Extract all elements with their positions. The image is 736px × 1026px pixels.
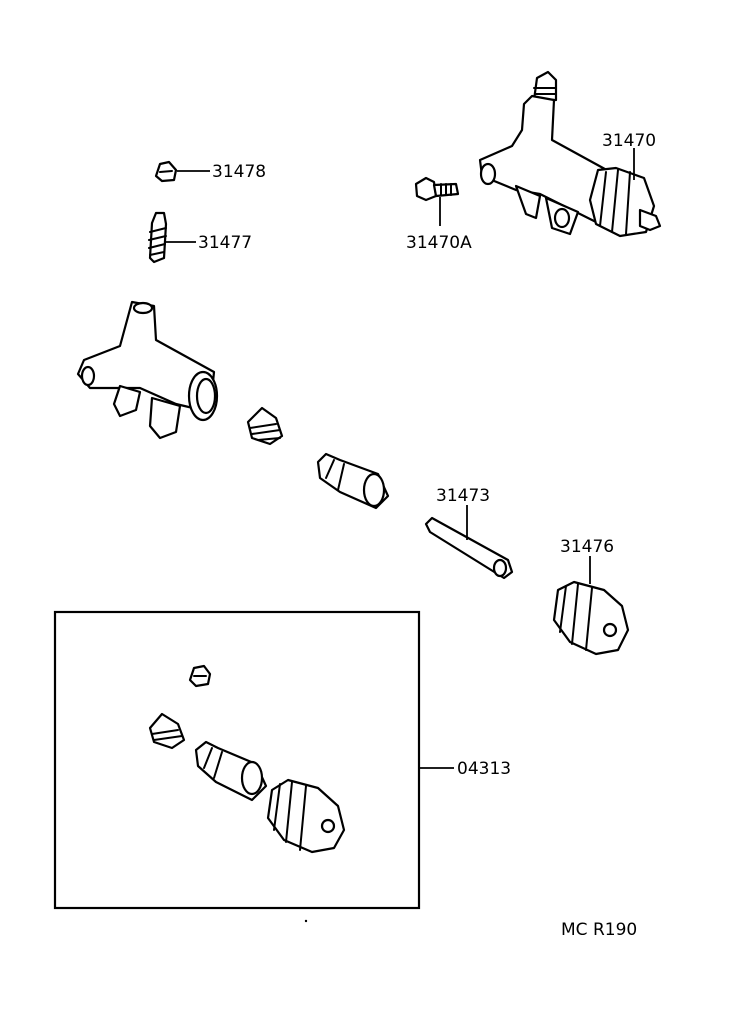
label-31473[interactable]: 31473 — [436, 486, 490, 506]
label-04313[interactable]: 04313 — [457, 759, 511, 779]
kit-box-04313 — [53, 610, 421, 910]
piston[interactable] — [316, 452, 390, 510]
bleeder-cap-31478[interactable] — [154, 160, 178, 183]
kit-boot[interactable] — [266, 778, 346, 854]
release-cylinder-body[interactable] — [76, 300, 219, 440]
label-31477[interactable]: 31477 — [198, 233, 252, 253]
bleeder-plug-31477[interactable] — [148, 211, 168, 264]
label-31470[interactable]: 31470 — [602, 131, 656, 151]
diagram-code: MC R190 — [561, 920, 637, 940]
kit-bleeder-cap[interactable] — [188, 664, 212, 688]
release-cylinder-assy-31470[interactable] — [478, 70, 662, 238]
spring-cone[interactable] — [246, 406, 284, 446]
kit-piston[interactable] — [194, 740, 268, 802]
label-31478[interactable]: 31478 — [212, 162, 266, 182]
kit-spring-cone[interactable] — [148, 712, 186, 750]
label-31476[interactable]: 31476 — [560, 537, 614, 557]
label-31470A[interactable]: 31470A — [406, 233, 472, 253]
boot-31476[interactable] — [552, 580, 630, 656]
push-rod-31473[interactable] — [424, 516, 514, 580]
bolt-31470A[interactable] — [414, 176, 460, 202]
stray-dot — [304, 919, 308, 923]
